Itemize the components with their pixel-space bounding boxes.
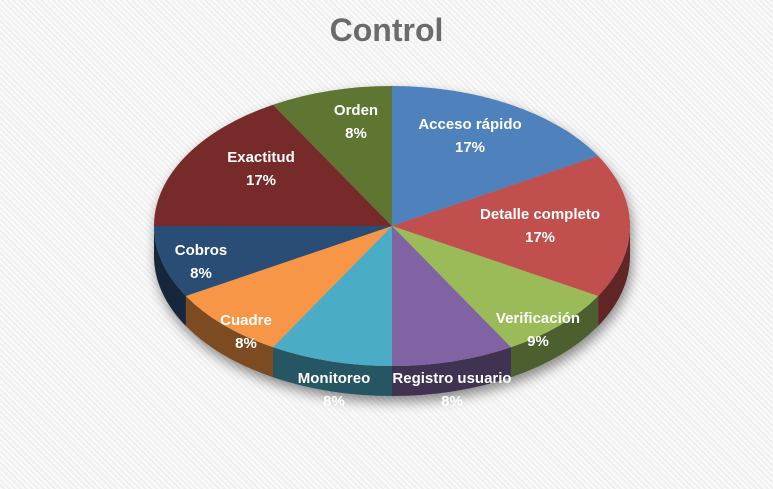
- data-label-category: Registro usuario: [392, 370, 512, 387]
- data-label: Registro usuario 8%: [392, 367, 511, 413]
- pie-slice-side: [511, 296, 599, 378]
- data-label-category: Orden: [333, 102, 379, 119]
- pie-slice-cuadre: [185, 226, 392, 348]
- data-label-percent: 17%: [245, 172, 277, 189]
- chart-title: Control: [329, 12, 444, 48]
- data-label-category: Acceso rápido: [418, 116, 522, 133]
- pie-slice-orden: [273, 86, 392, 226]
- pie-slice-monitoreo: [273, 226, 392, 366]
- data-label-percent: 17%: [454, 139, 486, 156]
- data-label-percent: 9%: [527, 333, 549, 350]
- data-label-category: Exactitud: [227, 149, 295, 166]
- data-label-percent: 8%: [235, 335, 257, 352]
- data-label-percent: 8%: [190, 265, 212, 282]
- data-label-percent: 8%: [323, 393, 345, 410]
- data-label-category: Detalle completo: [479, 206, 601, 223]
- data-label-percent: 17%: [524, 229, 556, 246]
- data-label-category: Verificación: [495, 310, 581, 327]
- data-label-percent: 8%: [441, 393, 463, 410]
- pie-slice-detalle-completo: [392, 156, 630, 296]
- data-label-category: Cuadre: [220, 312, 272, 329]
- pie-slice-cobros: [154, 226, 392, 296]
- data-label: Verificación 9%: [496, 307, 580, 353]
- data-label: Orden 8%: [334, 99, 378, 145]
- data-label: Cobros 8%: [175, 239, 228, 285]
- data-label-category: Cobros: [174, 242, 228, 259]
- pie-slice-side: [273, 347, 392, 396]
- pie-slice-acceso-r-pido: [392, 86, 599, 226]
- data-label: Exactitud 17%: [227, 146, 295, 192]
- pie-slice-side: [154, 226, 186, 326]
- pie-slice-side: [185, 296, 273, 378]
- data-label-percent: 8%: [345, 125, 367, 142]
- pie-slice-exactitud: [154, 104, 392, 226]
- pie-slice-side: [392, 347, 511, 397]
- pie-slice-verificaci-n: [392, 226, 599, 348]
- data-label: Acceso rápido 17%: [418, 113, 521, 159]
- data-label-category: Monitoreo: [297, 370, 371, 387]
- data-label: Monitoreo 8%: [298, 367, 371, 413]
- data-label: Cuadre 8%: [220, 309, 272, 355]
- pie-slice-registro-usuario: [392, 226, 511, 366]
- pie-slice-side: [598, 226, 630, 326]
- data-label: Detalle completo 17%: [480, 203, 600, 249]
